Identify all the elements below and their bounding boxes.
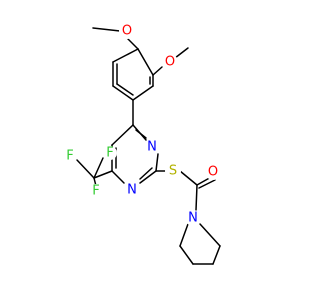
- bond-line: [139, 167, 153, 180]
- bond-line: [179, 245, 194, 265]
- atom-n-pyrimidine-upper: N: [147, 140, 157, 155]
- bond-line: [111, 170, 125, 184]
- bond-line: [112, 85, 134, 101]
- atom-s-thioether: S: [169, 164, 177, 179]
- atom-o-carbonyl: O: [208, 165, 218, 180]
- bond-line: [179, 223, 189, 247]
- atom-o-methoxy-right: O: [165, 55, 175, 70]
- bond-line: [126, 37, 139, 50]
- bond-line: [139, 170, 157, 184]
- bond-line: [132, 85, 154, 101]
- bonds: [76, 27, 221, 265]
- atom-f-top: F: [106, 146, 113, 161]
- bond-line: [199, 223, 221, 247]
- bond-line: [92, 27, 121, 32]
- bond-line: [135, 129, 147, 139]
- bond-line: [152, 66, 163, 76]
- bond-line: [179, 170, 198, 186]
- bond-line: [116, 83, 134, 96]
- atom-n-piperidine: N: [188, 211, 198, 226]
- atom-n-pyrimidine-lower: N: [127, 183, 137, 198]
- bond-line: [93, 170, 113, 179]
- bond-line: [195, 184, 198, 211]
- bond-line: [137, 48, 154, 76]
- bond-line: [111, 124, 134, 146]
- bond-line: [198, 179, 216, 189]
- atom-f-bottom: F: [92, 184, 99, 199]
- molecule-structure-diagram: O O N N S O N F F F: [63, 23, 221, 265]
- atom-labels: O O N N S O N F F F: [63, 23, 221, 226]
- atom-f-left: F: [66, 149, 73, 164]
- bond-line: [155, 153, 159, 172]
- bond-line: [93, 157, 104, 179]
- bond-line: [76, 159, 95, 179]
- bond-line: [174, 47, 189, 59]
- atom-o-methoxy-top: O: [122, 24, 132, 39]
- bond-line: [212, 245, 221, 265]
- bond-line: [112, 48, 139, 63]
